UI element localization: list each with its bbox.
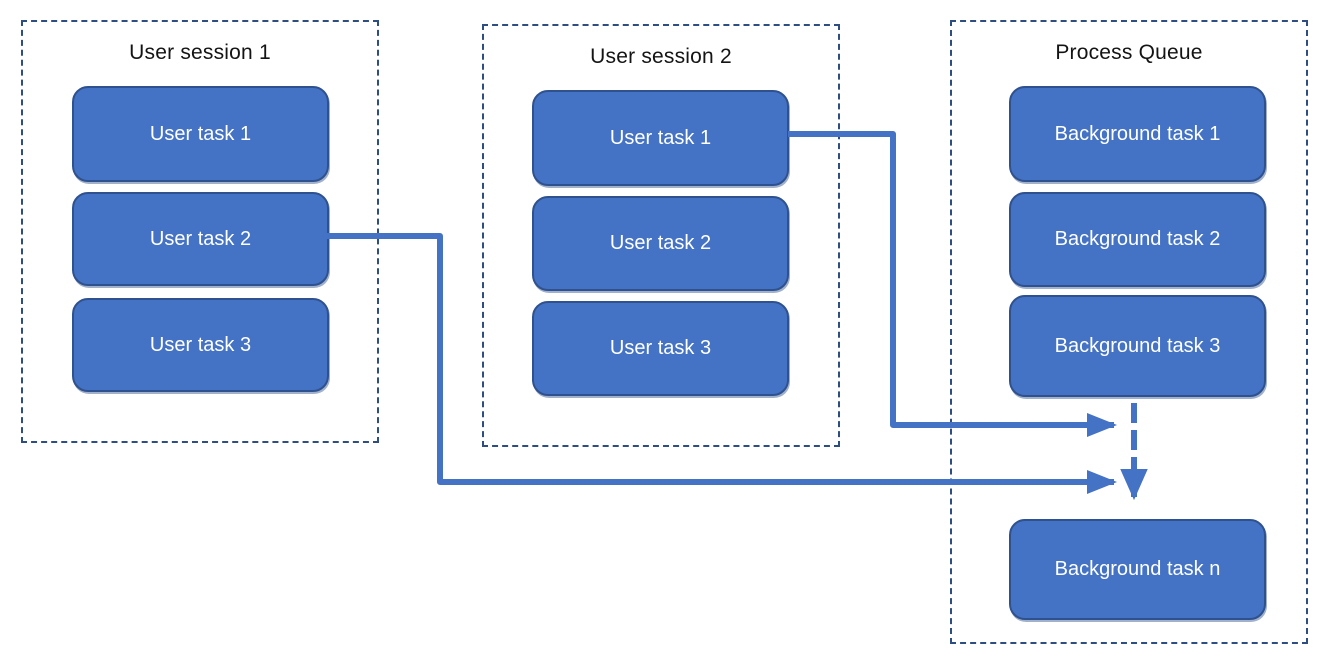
task-box-background-task-2: Background task 2 xyxy=(1009,192,1266,287)
task-box-session2-user-task-1: User task 1 xyxy=(532,90,789,186)
container-process-queue: Process Queue Background task 1 Backgrou… xyxy=(950,20,1308,644)
task-box-session1-user-task-3: User task 3 xyxy=(72,298,329,392)
container-title-user-session-1: User session 1 xyxy=(129,41,271,64)
task-box-session1-user-task-2: User task 2 xyxy=(72,192,329,286)
task-box-session2-user-task-3: User task 3 xyxy=(532,301,789,396)
task-box-background-task-1: Background task 1 xyxy=(1009,86,1266,182)
container-title-user-session-2: User session 2 xyxy=(590,45,732,68)
task-box-background-task-n: Background task n xyxy=(1009,519,1266,620)
task-box-session1-user-task-1: User task 1 xyxy=(72,86,329,182)
task-box-session2-user-task-2: User task 2 xyxy=(532,196,789,291)
container-user-session-1: User session 1 User task 1 User task 2 U… xyxy=(21,20,379,443)
task-box-background-task-3: Background task 3 xyxy=(1009,295,1266,397)
container-user-session-2: User session 2 User task 1 User task 2 U… xyxy=(482,24,840,447)
container-title-process-queue: Process Queue xyxy=(1055,41,1203,64)
